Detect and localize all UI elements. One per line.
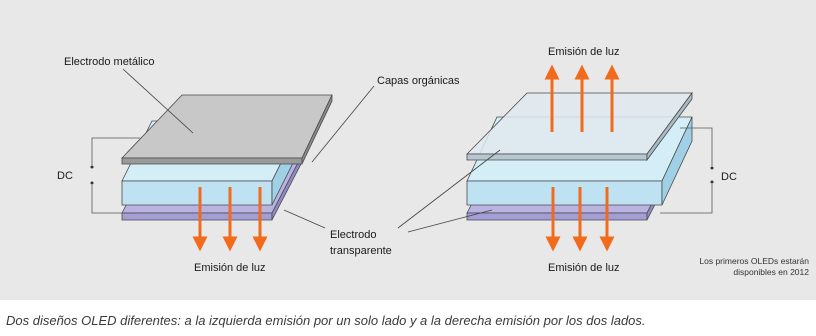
right-emission-bottom-label: Emisión de luz — [548, 262, 620, 274]
right-dc-circuit — [660, 127, 714, 214]
left-emission-arrows — [192, 187, 268, 252]
organic-layers-label: Capas orgánicas — [377, 75, 460, 87]
right-emission-arrows-down — [545, 187, 615, 252]
oled-diagrams-svg: Electrodo metálico DC Emisión de luz Cap… — [57, 46, 809, 277]
left-dc-circuit — [90, 137, 140, 214]
diagram-panel: Electrodo metálico DC Emisión de luz Cap… — [0, 0, 816, 300]
transparent-electrode-leader-bottom — [407, 209, 493, 233]
availability-note-line1: Los primeros OLEDs estarán — [699, 256, 809, 266]
transparent-electrode-label-line1: Electrodo — [330, 229, 376, 241]
metal-electrode-leader — [122, 68, 194, 134]
organic-layers-leader — [311, 85, 375, 163]
right-transparent-electrode-top — [466, 91, 693, 162]
left-dc-label: DC — [57, 170, 73, 182]
transparent-electrode-leader-left — [283, 209, 326, 229]
left-emission-label: Emisión de luz — [194, 262, 266, 274]
transparent-electrode-label-line2: transparente — [330, 245, 392, 257]
right-emission-arrows-up — [544, 64, 620, 132]
figure-caption: Dos diseños OLED diferentes: a la izquie… — [6, 313, 646, 328]
left-metal-electrode — [121, 94, 333, 165]
metal-electrode-label: Electrodo metálico — [64, 56, 155, 68]
right-emission-top-label: Emisión de luz — [548, 46, 620, 58]
left-oled-single-side: Electrodo metálico DC Emisión de luz — [57, 56, 375, 274]
right-dc-label: DC — [721, 171, 737, 183]
right-oled-double-side: Emisión de luz Emisión de luz DC — [397, 46, 737, 274]
transparent-electrode-leader-top — [397, 149, 501, 229]
availability-note-line2: disponibles en 2012 — [733, 267, 809, 277]
